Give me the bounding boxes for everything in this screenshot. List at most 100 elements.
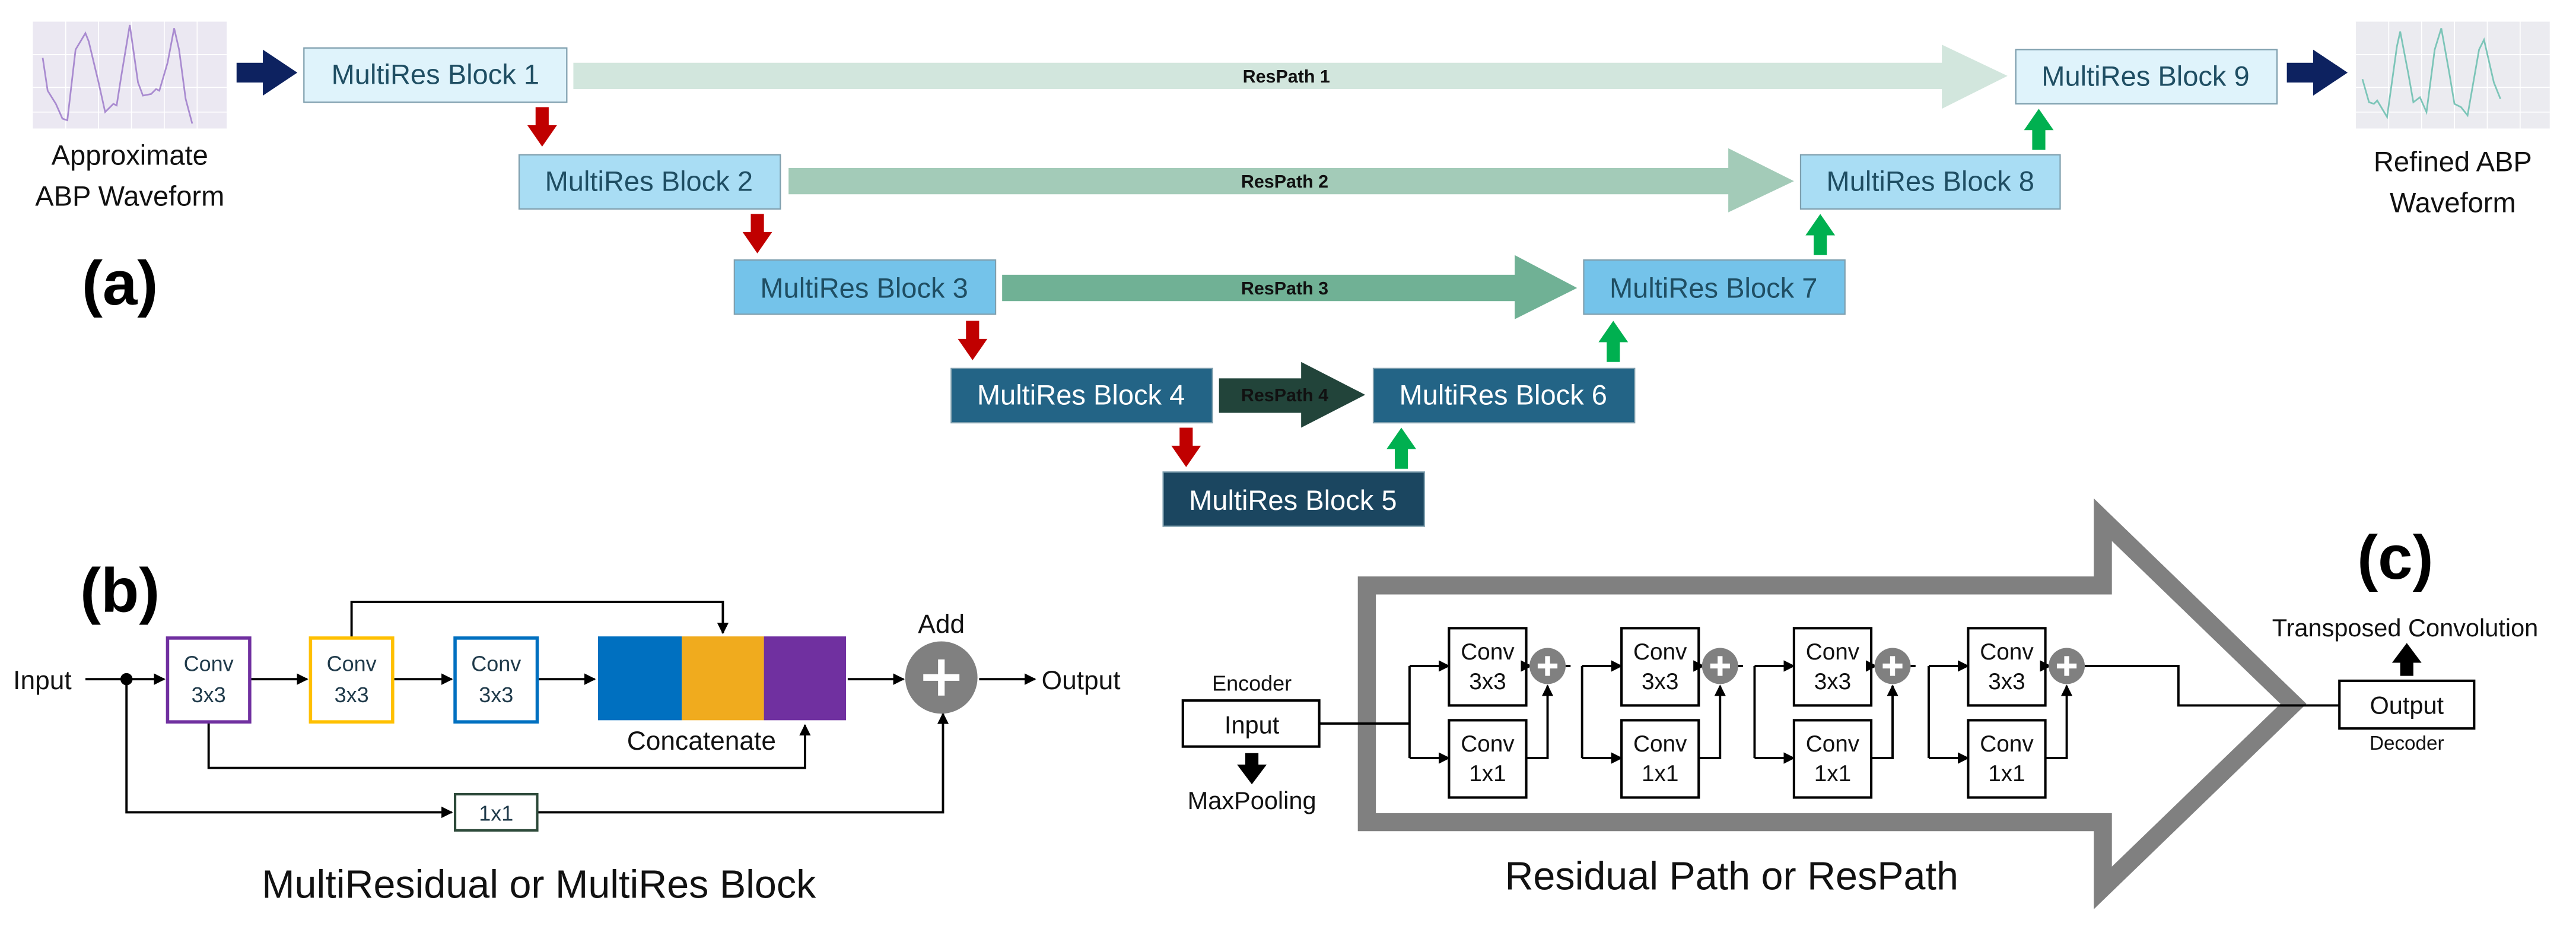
panel-b-label: (b)	[80, 556, 160, 626]
conv-label: Conv	[1633, 639, 1687, 665]
add-label: Add	[918, 610, 965, 639]
block-7-label: MultiRes Block 7	[1610, 272, 1817, 304]
conv-size: 3x3	[192, 683, 226, 707]
panel-c: (c) Encoder Input MaxPooling Conv3x3Conv…	[1181, 498, 2538, 909]
conv-label: Conv	[1461, 639, 1515, 665]
downsample-arrow-icon	[958, 321, 988, 360]
add-node-icon	[1529, 648, 1566, 684]
output-caption-line2: Waveform	[2390, 187, 2516, 218]
respath-output-label: Output	[2370, 691, 2444, 719]
add-node-icon	[1874, 648, 1911, 684]
conv-size: 1x1	[1814, 761, 1851, 787]
respath-4-label: ResPath 4	[1241, 385, 1328, 405]
shortcut-label: 1x1	[479, 801, 513, 825]
block-8-label: MultiRes Block 8	[1826, 166, 2034, 197]
panel-b-title: MultiResidual or MultiRes Block	[262, 862, 816, 906]
panel-a: Approximate ABP Waveform Refined ABP Wav…	[33, 21, 2550, 527]
encoder-input-box	[1181, 699, 1321, 748]
conv-1x1: Conv 1x1	[1620, 719, 1700, 799]
conv-size: 3x3	[1814, 669, 1851, 694]
multires-block-3: MultiRes Block 3	[733, 259, 997, 315]
respath-big-arrow	[1357, 498, 2307, 909]
multires-block-8: MultiRes Block 8	[1799, 154, 2061, 210]
respath-2: ResPath 2	[788, 148, 1794, 213]
conv-3x3-1: Conv 3x3	[166, 636, 252, 724]
conv-label: Conv	[327, 651, 377, 676]
maxpooling-arrow-icon	[1237, 753, 1267, 785]
conv-label: Conv	[1806, 639, 1860, 665]
upsample-arrow-icon	[1386, 427, 1416, 469]
output-waveform-plot	[2355, 21, 2550, 129]
block-6-label: MultiRes Block 6	[1400, 379, 1607, 411]
conv-1x1: Conv 1x1	[1792, 719, 1873, 799]
conv-label: Conv	[1633, 731, 1687, 757]
multires-block-5: MultiRes Block 5	[1162, 471, 1425, 527]
downsample-arrow-icon	[527, 107, 557, 147]
respath-4: ResPath 4	[1219, 361, 1366, 428]
block-3-label: MultiRes Block 3	[760, 272, 968, 304]
conv-size: 1x1	[1988, 761, 2025, 787]
output-caption-line1: Refined ABP	[2374, 145, 2532, 177]
shortcut-conv-1x1: 1x1	[453, 792, 539, 832]
block-output-label: Output	[1042, 666, 1121, 695]
respath-input-label: Input	[1225, 711, 1280, 739]
concatenate-block	[597, 636, 847, 721]
conv-size: 3x3	[1642, 669, 1678, 694]
conv-size: 3x3	[1469, 669, 1506, 694]
upsample-arrow-icon	[1598, 321, 1629, 362]
block-2-label: MultiRes Block 2	[545, 166, 753, 197]
decoder-output-box	[2338, 679, 2476, 730]
conv-3x3-3: Conv 3x3	[453, 636, 539, 724]
conv-3x3-2: Conv 3x3	[309, 636, 395, 724]
conv-label: Conv	[1980, 731, 2034, 757]
respath-1: ResPath 1	[573, 45, 2008, 109]
conv-size: 3x3	[1988, 669, 2025, 694]
panel-c-title: Residual Path or ResPath	[1505, 855, 1958, 899]
conv-1x1: Conv 1x1	[1967, 719, 2047, 799]
conv-3x3: Conv 3x3	[1620, 627, 1700, 707]
input-arrow-icon	[236, 49, 298, 96]
conv-3x3: Conv 3x3	[1792, 627, 1873, 707]
upsample-arrow-icon	[1805, 214, 1836, 255]
upsample-arrow-icon	[2024, 109, 2054, 150]
panel-a-label: (a)	[82, 249, 158, 318]
panel-c-label: (c)	[2357, 523, 2434, 592]
conv-label: Conv	[471, 651, 521, 676]
output-waveform-line	[2361, 28, 2501, 120]
conv-size: 1x1	[1469, 761, 1506, 787]
encoder-label: Encoder	[1212, 671, 1292, 696]
maxpooling-label: MaxPooling	[1188, 787, 1316, 814]
block-1-label: MultiRes Block 1	[332, 59, 539, 90]
conv-1x1: Conv 1x1	[1448, 719, 1528, 799]
add-node-icon	[1702, 648, 1738, 684]
multires-block-4: MultiRes Block 4	[950, 367, 1213, 424]
input-caption-line1: Approximate	[52, 139, 208, 170]
conv-size: 3x3	[335, 683, 369, 707]
conv-size: 1x1	[1642, 761, 1678, 787]
transposed-conv-label: Transposed Convolution	[2272, 614, 2538, 642]
respath-3-label: ResPath 3	[1241, 278, 1328, 299]
input-caption-line2: ABP Waveform	[35, 180, 224, 212]
multires-block-9: MultiRes Block 9	[2015, 49, 2278, 105]
conv-label: Conv	[184, 651, 234, 676]
panel-b: (b) Input Conv 3x3 Conv 3x3 Conv	[13, 556, 1120, 907]
respath-2-label: ResPath 2	[1241, 172, 1328, 192]
conv-label: Conv	[1806, 731, 1860, 757]
add-node-icon	[2049, 648, 2085, 684]
conv-label: Conv	[1461, 731, 1515, 757]
output-arrow-icon	[2286, 49, 2348, 96]
multires-block-7: MultiRes Block 7	[1583, 259, 1846, 315]
concatenate-label: Concatenate	[627, 727, 776, 756]
respath-3: ResPath 3	[1002, 255, 1578, 319]
block-9-label: MultiRes Block 9	[2041, 60, 2249, 91]
block-input-label: Input	[13, 666, 72, 695]
downsample-arrow-icon	[1171, 427, 1201, 467]
block-5-label: MultiRes Block 5	[1189, 484, 1397, 516]
multires-block-2: MultiRes Block 2	[518, 154, 781, 210]
